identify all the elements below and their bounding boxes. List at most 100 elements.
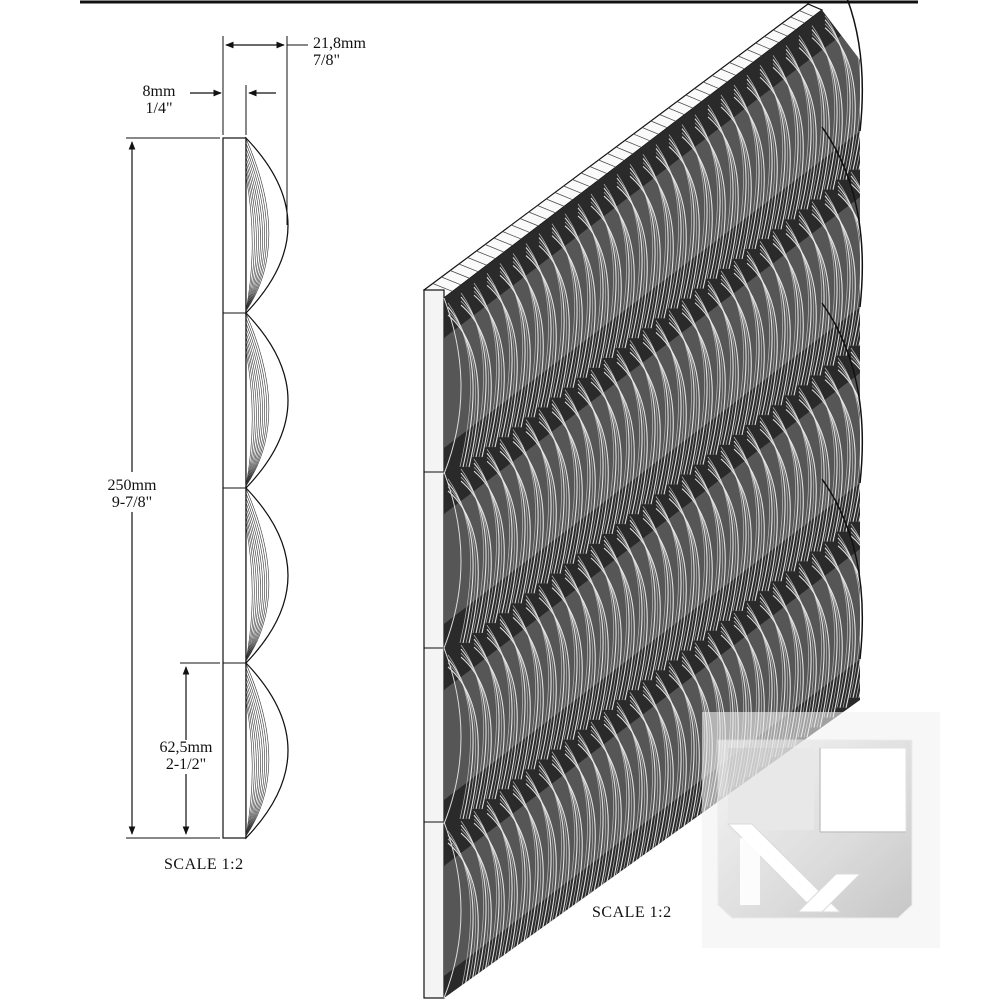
- iso-grain-arc: [603, 183, 627, 349]
- iso-grain-arc: [460, 832, 492, 986]
- iso-grain-arc: [785, 405, 815, 562]
- iso-grain-arc: [668, 322, 700, 475]
- iso-grain-arc: [616, 529, 643, 691]
- iso-grain-arc: [655, 684, 687, 837]
- side-lobe-grain: [245, 701, 253, 837]
- iso-grain-arc: [577, 555, 601, 720]
- iso-grain-arc: [824, 543, 848, 708]
- iso-grain-arc: [837, 193, 860, 346]
- iso-grain-arc: [811, 557, 838, 718]
- iso-grain-arc: [798, 219, 828, 376]
- iso-grain-arc: [681, 304, 708, 465]
- iso-grain-arc: [642, 338, 672, 495]
- iso-grain-arc: [811, 33, 841, 190]
- iso-grain-arc: [512, 257, 539, 418]
- hatch-line: [450, 270, 470, 279]
- iso-grain-arc: [473, 646, 505, 800]
- iso-grain-arc: [564, 565, 588, 730]
- iso-grain-arc: [512, 617, 544, 770]
- iso-grain-arc: [577, 203, 601, 368]
- iso-grain-arc: [811, 205, 838, 366]
- hatch-line: [519, 218, 539, 227]
- iso-grain-arc: [551, 579, 578, 740]
- iso-grain-arc: [681, 476, 705, 641]
- iso-grain-arc: [590, 373, 617, 535]
- iso-grain-arc: [733, 448, 765, 602]
- iso-grain-arc: [824, 547, 851, 708]
- iso-wave-texture: [444, 10, 860, 996]
- iso-grain-arc: [707, 468, 739, 621]
- iso-grain-arc: [798, 563, 822, 728]
- iso-grain-arc: [447, 838, 477, 996]
- hatch-line: [642, 127, 659, 135]
- iso-grain-arc: [850, 527, 860, 689]
- iso-grain-arc: [473, 822, 505, 976]
- iso-grain-arc: [772, 415, 802, 572]
- iso-grain-arc: [460, 468, 484, 634]
- iso-grain-arc: [538, 765, 565, 926]
- iso-grain-arc: [486, 804, 513, 966]
- iso-grain-arc: [655, 672, 679, 837]
- side-view-scale-label: SCALE 1:2: [164, 856, 244, 873]
- iso-grain-arc: [616, 525, 640, 691]
- iso-grain-arc: [616, 177, 643, 339]
- iso-grain-arc: [512, 785, 539, 946]
- iso-grain-arc: [538, 233, 562, 398]
- iso-grain-arc: [616, 713, 648, 867]
- iso-grain-arc: [564, 389, 588, 554]
- iso-ridge-edge: [821, 478, 864, 660]
- iso-grain-arc: [681, 308, 711, 465]
- hatch-line: [720, 68, 737, 76]
- iso-grain-arc: [824, 367, 848, 532]
- iso-grain-arc: [642, 165, 674, 319]
- iso-grain-arc: [577, 743, 609, 897]
- iso-grain-arc: [447, 490, 479, 644]
- iso-grain-arc: [616, 709, 646, 867]
- iso-grain-arc: [850, 347, 860, 512]
- iso-ridge-edge: [821, 302, 864, 484]
- side-lobe-grain: [245, 682, 261, 837]
- iso-grain-arc: [564, 753, 596, 906]
- iso-grain-arc: [746, 434, 776, 592]
- iso-grain-arc: [720, 450, 747, 612]
- iso-grain-arc: [473, 286, 500, 448]
- iso-grain-arc: [681, 132, 711, 289]
- iso-grain-arc: [603, 539, 630, 701]
- iso-grain-arc: [707, 460, 734, 621]
- iso-grain-arc: [733, 272, 765, 426]
- iso-grain-arc: [798, 391, 825, 552]
- side-lobe-grain: [245, 337, 259, 487]
- hatch-line: [781, 23, 797, 30]
- iso-grain-arc: [499, 263, 523, 428]
- iso-left-edge: [423, 289, 445, 999]
- iso-grain-arc: [603, 195, 635, 349]
- iso-grain-arc: [681, 128, 708, 289]
- iso-grain-arc: [785, 225, 812, 386]
- iso-grain-arc: [525, 771, 549, 936]
- iso-grain-arc: [460, 820, 484, 986]
- iso-grain-arc: [551, 403, 578, 564]
- iso-grain-arc: [551, 223, 575, 388]
- iso-grain-arc: [642, 517, 674, 671]
- iso-grain-arc: [720, 106, 752, 260]
- height-imperial: 9-7/8": [111, 493, 153, 511]
- iso-grain-arc: [772, 418, 804, 572]
- side-lobe-grain: [245, 162, 259, 312]
- iso-grain-arc: [564, 577, 596, 730]
- iso-grain-arc: [538, 589, 565, 750]
- iso-grain-arc: [525, 419, 549, 584]
- iso-grain-arc: [733, 436, 757, 602]
- iso-grain-arc: [655, 156, 687, 309]
- pitch-metric: 62,5mm: [159, 739, 213, 756]
- hatch-line: [441, 276, 462, 286]
- iso-grain-arc: [694, 290, 718, 455]
- iso-grain-arc: [837, 181, 860, 346]
- iso-grain-arc: [642, 682, 666, 847]
- iso-grain-arc: [772, 242, 804, 396]
- iso-grain-arc: [447, 842, 479, 996]
- iso-grain-arc: [564, 569, 591, 730]
- iso-grain-arc: [447, 834, 474, 996]
- side-lobe-grain: [245, 526, 253, 662]
- hatch-line: [755, 42, 771, 50]
- iso-grain-arc: [590, 205, 622, 359]
